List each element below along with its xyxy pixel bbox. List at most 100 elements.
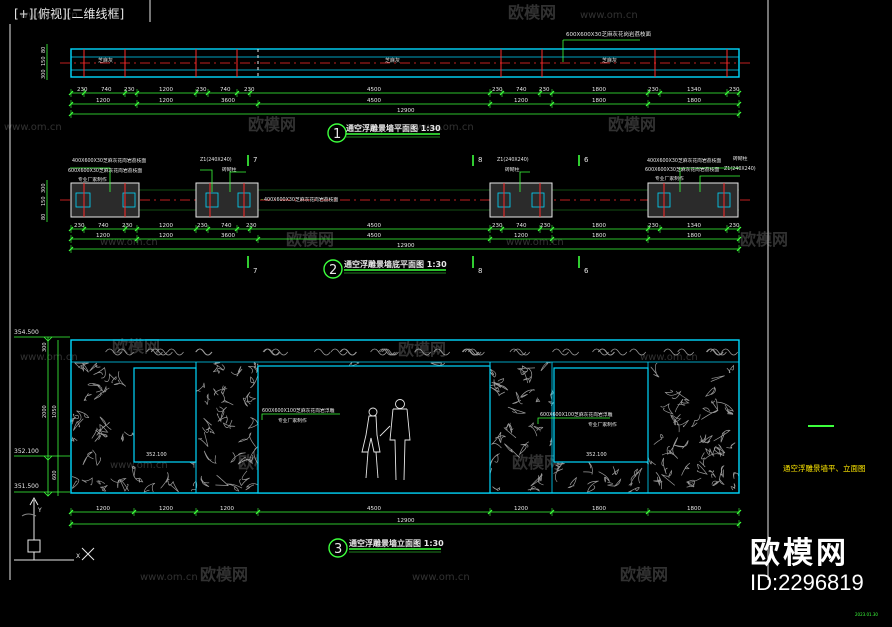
relief-stroke [491, 431, 502, 449]
relief-stroke [132, 465, 136, 477]
relief-stroke [675, 398, 686, 413]
plan2-note-mid: 400X600X30芝麻灰花岗岩荔枝面 [264, 196, 338, 203]
relief-stroke [708, 470, 716, 478]
relief-stroke [530, 474, 544, 487]
relief-stroke [123, 431, 136, 436]
relief-wave [340, 348, 357, 356]
dim: 1800 [592, 223, 606, 229]
dim: 1800 [687, 506, 701, 512]
dim: 1800 [592, 233, 606, 239]
plan-1-drawing: 600X600X30芝麻灰花岗岩荔枝面 芝麻灰 芝麻灰 芝麻灰 80 150 3… [41, 30, 752, 143]
relief-stroke [491, 378, 505, 385]
relief-wave [262, 348, 280, 356]
relief-stroke [653, 434, 664, 445]
relief-pattern [69, 348, 739, 493]
relief-stroke [119, 478, 129, 492]
dim: 230 [492, 223, 503, 229]
relief-stroke [195, 382, 205, 393]
relief-stroke [198, 432, 209, 447]
relief-stroke [203, 450, 217, 464]
relief-wave [263, 348, 281, 356]
plan2-note-z1-right: Z1(240X240) [497, 157, 529, 163]
dim: 230 [244, 87, 255, 93]
relief-stroke [724, 404, 734, 415]
relief-stroke [490, 381, 509, 391]
relief-stroke [504, 443, 520, 458]
relief-stroke [100, 484, 108, 492]
relief-stroke [216, 406, 227, 423]
relief-stroke [93, 367, 106, 379]
watermark-site: www.om.cn [20, 10, 78, 21]
relief-wave [414, 348, 431, 356]
relief-stroke [113, 371, 127, 387]
relief-wave [462, 348, 480, 356]
section-mark-a-bottom: 7 [253, 267, 257, 275]
relief-stroke [249, 446, 259, 465]
relief-stroke [653, 476, 663, 483]
relief-stroke [239, 470, 250, 487]
relief-stroke [699, 434, 707, 443]
relief-wave [117, 348, 134, 356]
relief-stroke [508, 422, 514, 434]
relief-stroke [673, 440, 689, 449]
relief-stroke [535, 397, 541, 403]
relief-stroke [71, 436, 78, 442]
relief-stroke [716, 401, 734, 415]
plan2-note-col-left: 砖砌柱 [222, 166, 237, 173]
plan2-title: 通空浮雕景墙底平面图 1:30 [344, 259, 447, 269]
plan2-note-col-right: 砖砌柱 [505, 166, 520, 173]
relief-stroke [81, 362, 89, 373]
section-mark-c-bottom: 6 [584, 267, 589, 275]
relief-stroke [681, 462, 691, 476]
dim: 4500 [367, 223, 381, 229]
relief-stroke [96, 384, 107, 394]
plan-2-drawing: 7 7 8 8 6 6 400X600X30芝麻灰花岗岩荔枝面 600X600X… [41, 155, 756, 279]
dim: 740 [516, 87, 527, 93]
plan2-note-left-3: 专业厂家制作 [78, 176, 107, 183]
relief-stroke [673, 414, 681, 426]
relief-wave [433, 348, 450, 356]
dim: 3600 [221, 98, 235, 104]
relief-stroke [701, 407, 719, 420]
relief-wave [721, 348, 738, 356]
plan1-material-note: 600X600X30芝麻灰花岗岩荔枝面 [566, 30, 652, 38]
relief-stroke [696, 463, 708, 475]
plan1-number: 1 [333, 127, 341, 142]
elev3-note-right-2: 专业厂家制作 [588, 421, 617, 428]
relief-stroke [237, 457, 253, 465]
relief-stroke [490, 386, 505, 397]
relief-stroke [191, 480, 198, 492]
elev3-dimension-ticks [68, 508, 742, 528]
watermark-logo: 欧模网 [508, 3, 556, 22]
relief-stroke [666, 437, 679, 456]
plan2-note-col-far: 砖砌柱 [733, 155, 748, 162]
relief-stroke [247, 417, 259, 429]
plan1-side-dim-2: 150 [41, 56, 47, 66]
relief-stroke [202, 427, 215, 435]
section-mark-b-bottom: 8 [478, 267, 482, 275]
relief-wave [598, 348, 615, 356]
relief-stroke [612, 466, 620, 476]
plan1-tag-right: 芝麻灰 [602, 57, 617, 64]
relief-wave [663, 348, 681, 356]
relief-stroke [81, 477, 93, 486]
watermark-site: www.om.cn [412, 572, 470, 583]
relief-stroke [730, 483, 736, 491]
relief-stroke [83, 393, 92, 402]
relief-stroke [89, 362, 101, 372]
dim: 3600 [221, 233, 235, 239]
side-sheet-label: 通空浮雕景墙平、立面图 [783, 463, 866, 473]
viewport-controls-label[interactable]: [+][俯视][二维线框] [14, 7, 125, 21]
plan1-dims-row1: 230 740 230 1200 230 740 230 4500 230 74… [77, 87, 740, 93]
watermark-site: www.om.cn [416, 122, 474, 133]
relief-stroke [664, 389, 682, 399]
dim: 1200 [159, 506, 173, 512]
relief-stroke [104, 373, 117, 384]
elev3-note-right-1: 600X600X100芝麻灰花岗岩浮雕 [540, 411, 613, 418]
elev3-side-dim-2: 2000 [42, 405, 48, 418]
level-top: 354.500 [14, 329, 39, 336]
brand-id: ID:2296819 [750, 570, 864, 595]
